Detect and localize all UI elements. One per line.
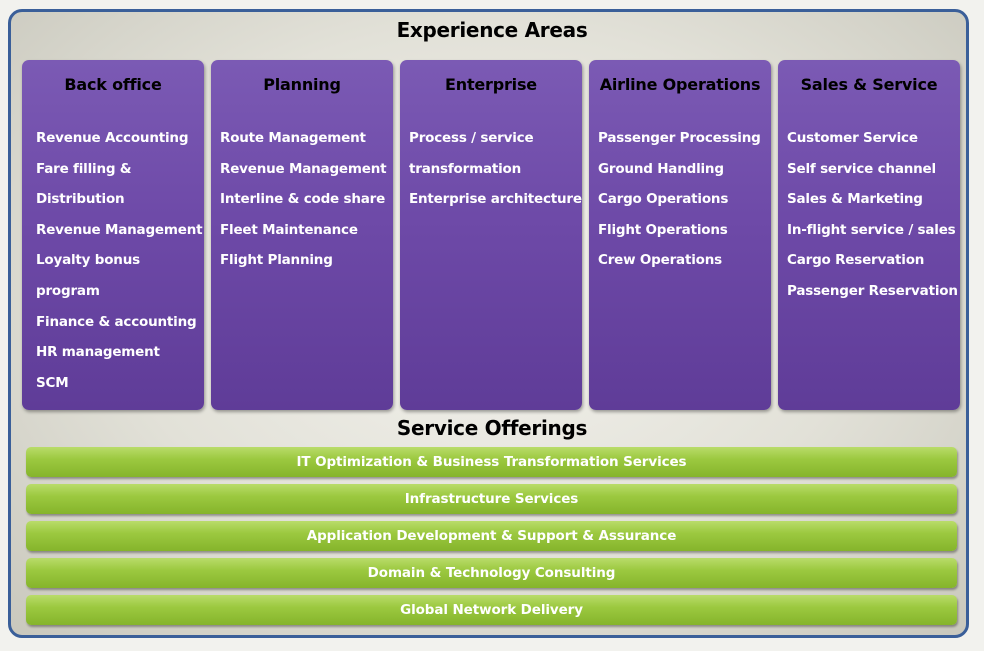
- column-title: Back office: [64, 75, 162, 94]
- column-enterprise: Enterprise Process / service transformat…: [400, 60, 582, 410]
- list-item: Self service channel: [787, 160, 936, 177]
- column-items: Revenue Accounting Fare filling & Distri…: [36, 123, 203, 398]
- list-item: Finance & accounting: [36, 313, 197, 330]
- list-item: Route Management: [220, 130, 366, 146]
- column-sales-service: Sales & Service Customer Service Self se…: [778, 60, 960, 410]
- service-bar-domain-consulting: Domain & Technology Consulting: [26, 558, 957, 588]
- list-item: Loyalty bonus: [36, 252, 140, 269]
- list-item: SCM: [36, 374, 69, 391]
- column-title: Enterprise: [445, 75, 537, 94]
- list-item: Interline & code share: [220, 191, 386, 208]
- service-bar-it-optimization: IT Optimization & Business Transformatio…: [26, 447, 957, 477]
- column-items: Customer Service Self service channel Sa…: [787, 123, 958, 307]
- service-bar-application-development: Application Development & Support & Assu…: [26, 521, 957, 551]
- list-item: Cargo Reservation: [787, 252, 925, 269]
- list-item: Revenue Management: [36, 221, 203, 238]
- list-item: Fare filling &: [36, 160, 132, 177]
- list-item: Flight Operations: [598, 221, 728, 238]
- list-item: Customer Service: [787, 130, 918, 146]
- list-item: Crew Operations: [598, 252, 722, 269]
- list-item: program: [36, 282, 100, 299]
- column-items: Route Management Revenue Management Inte…: [220, 123, 389, 276]
- list-item: Enterprise architecture: [409, 191, 582, 208]
- list-item: Distribution: [36, 191, 125, 208]
- list-item: transformation: [409, 160, 522, 177]
- list-item: In-flight service / sales: [787, 221, 956, 238]
- column-airline-operations: Airline Operations Passenger Processing …: [589, 60, 771, 410]
- list-item: Fleet Maintenance: [220, 221, 358, 238]
- list-item: Passenger Processing: [598, 130, 761, 146]
- experience-areas-heading: Experience Areas: [396, 18, 588, 42]
- column-items: Process / service transformation Enterpr…: [409, 123, 582, 215]
- list-item: Revenue Accounting: [36, 130, 189, 146]
- list-item: HR management: [36, 344, 160, 361]
- list-item: Sales & Marketing: [787, 191, 923, 208]
- column-back-office: Back office Revenue Accounting Fare fill…: [22, 60, 204, 410]
- service-bar-global-network: Global Network Delivery: [26, 595, 957, 625]
- service-bar-infrastructure: Infrastructure Services: [26, 484, 957, 514]
- list-item: Revenue Management: [220, 160, 387, 177]
- list-item: Flight Planning: [220, 252, 333, 269]
- service-offerings-heading: Service Offerings: [396, 416, 588, 440]
- list-item: Process / service: [409, 130, 534, 146]
- list-item: Cargo Operations: [598, 191, 729, 208]
- column-planning: Planning Route Management Revenue Manage…: [211, 60, 393, 410]
- list-item: Ground Handling: [598, 160, 724, 177]
- column-title: Sales & Service: [800, 75, 938, 94]
- column-items: Passenger Processing Ground Handling Car…: [598, 123, 767, 276]
- column-title: Planning: [263, 75, 341, 94]
- list-item: Passenger Reservation: [787, 282, 958, 299]
- column-title: Airline Operations: [599, 75, 761, 94]
